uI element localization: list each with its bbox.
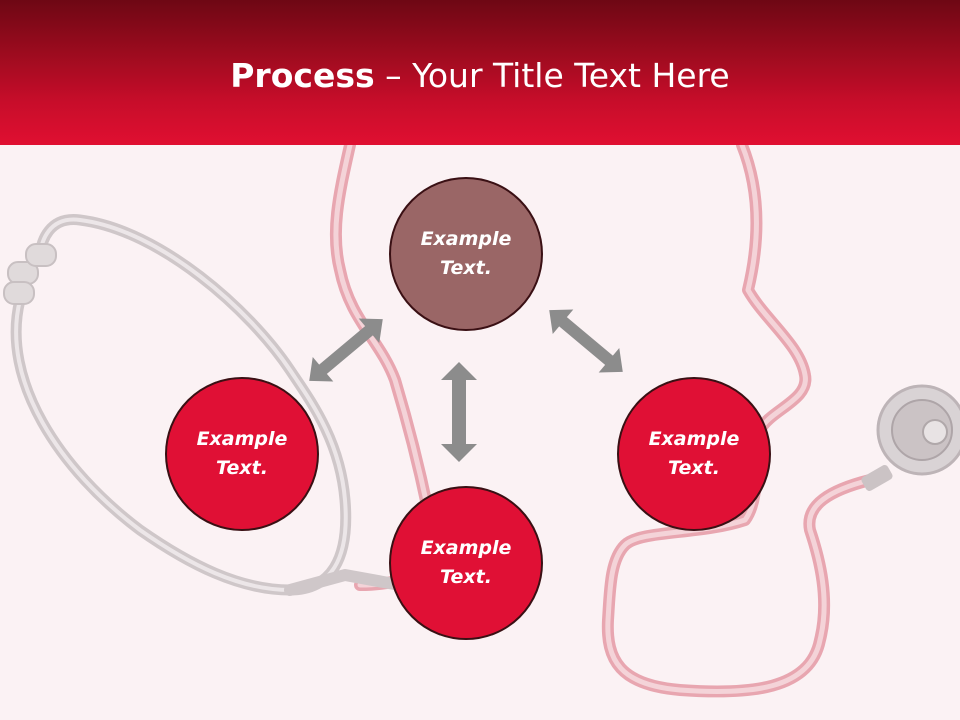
slide-title: Process – Your Title Text Here — [0, 52, 960, 100]
node-right-label: Example Text. — [648, 428, 740, 479]
process-node-bottom: Example Text. — [389, 486, 543, 640]
node-top-label: Example Text. — [420, 228, 512, 279]
process-node-left: Example Text. — [165, 377, 319, 531]
header-bar — [0, 0, 960, 145]
node-bottom-label: Example Text. — [420, 537, 512, 588]
node-left-label: Example Text. — [196, 428, 288, 479]
title-rest: – Your Title Text Here — [374, 56, 730, 95]
title-bold: Process — [230, 56, 375, 95]
process-node-top: Example Text. — [389, 177, 543, 331]
process-node-right: Example Text. — [617, 377, 771, 531]
